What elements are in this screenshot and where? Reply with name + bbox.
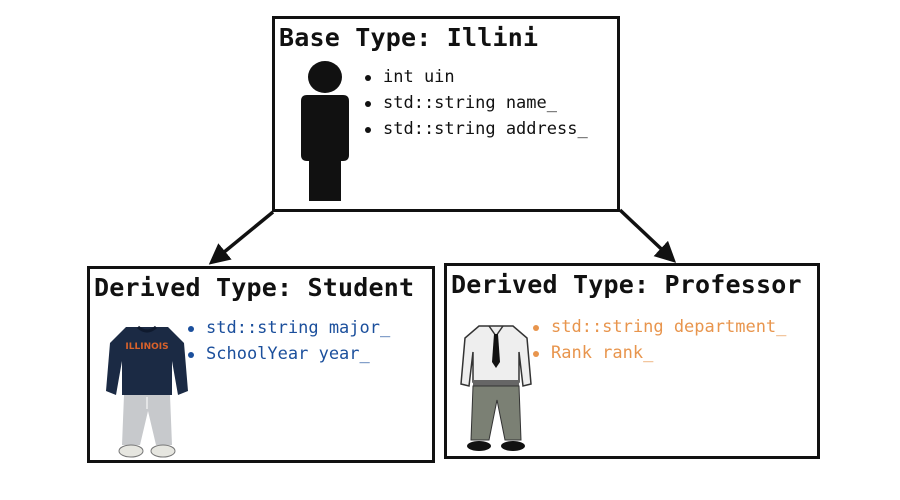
base-field: std::string address_: [363, 116, 588, 142]
base-type-box: Base Type: Illini int uin std::string na…: [272, 16, 620, 212]
professor-field: Rank rank_: [531, 340, 786, 366]
student-type-box: Derived Type: Student ILLINOIS std::stri…: [87, 266, 435, 463]
professor-type-title: Derived Type: Professor: [451, 270, 802, 299]
base-type-title: Base Type: Illini: [279, 23, 539, 52]
student-fields-list: std::string major_ SchoolYear year_: [186, 315, 390, 367]
sweatshirt-text: ILLINOIS: [125, 342, 168, 352]
student-field: SchoolYear year_: [186, 341, 390, 367]
base-field: std::string name_: [363, 90, 588, 116]
arrow-to-student: [208, 210, 275, 265]
professor-type-box: Derived Type: Professor std::string depa…: [444, 263, 820, 459]
base-fields-list: int uin std::string name_ std::string ad…: [363, 64, 588, 142]
student-type-title: Derived Type: Student: [94, 273, 415, 302]
student-field: std::string major_: [186, 315, 390, 341]
arrow-to-professor: [618, 208, 677, 263]
professor-field: std::string department_: [531, 314, 786, 340]
professor-outfit-icon: [460, 325, 532, 451]
professor-fields-list: std::string department_ Rank rank_: [531, 314, 786, 366]
student-outfit-icon: ILLINOIS: [106, 325, 188, 458]
person-silhouette-icon: [301, 61, 349, 201]
base-field: int uin: [363, 64, 588, 90]
